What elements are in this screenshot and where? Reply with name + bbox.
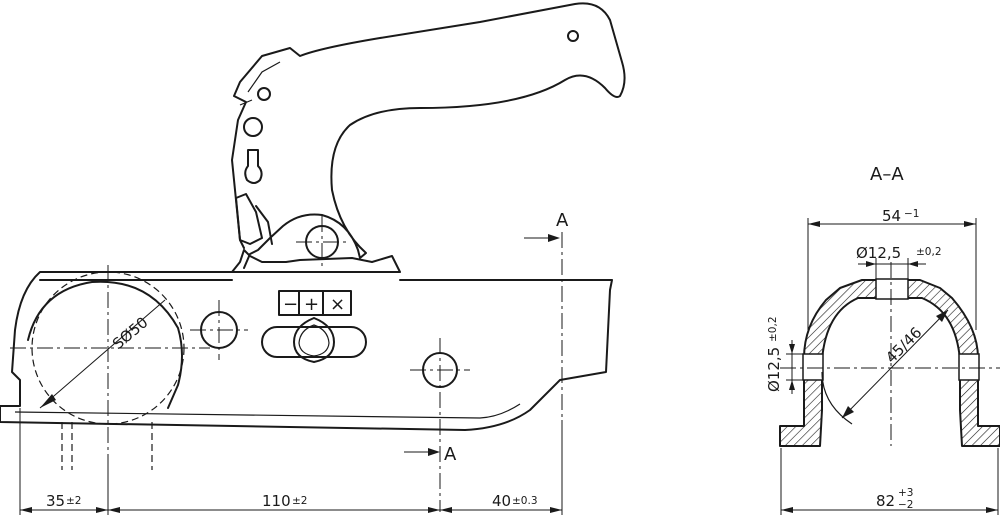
hole-top-tolerance: ±0,2 bbox=[916, 246, 942, 258]
ball-diameter-leader bbox=[39, 299, 166, 409]
handle-latch bbox=[235, 193, 273, 245]
dimension-40-tolerance: ±0.3 bbox=[512, 495, 538, 507]
dimension-40: 40 bbox=[492, 492, 511, 510]
hole-side-tolerance: ±0,2 bbox=[767, 317, 779, 343]
section-view: A–A 45/46 54 −1 Ø12,5 ±0,2 bbox=[765, 164, 1000, 515]
ball-socket-outline bbox=[27, 280, 183, 409]
socket-hidden-legs bbox=[61, 422, 153, 470]
housing-bottom-inner bbox=[14, 403, 521, 419]
inner-diameter-leader bbox=[841, 309, 949, 419]
ball-diameter-label: SØ50 bbox=[109, 313, 152, 353]
width-top-tolerance: −1 bbox=[904, 208, 919, 220]
dimension-35-tolerance: ±2 bbox=[66, 495, 81, 507]
indicator-slot bbox=[261, 326, 367, 358]
section-title: A–A bbox=[870, 164, 904, 185]
width-bottom-tolerance-upper: +3 bbox=[898, 487, 913, 499]
width-bottom-tolerance-lower: −2 bbox=[898, 499, 913, 511]
hole-side-value: Ø12,5 bbox=[765, 347, 783, 392]
indicator-box-times bbox=[322, 290, 352, 316]
width-bottom-value: 82 bbox=[876, 492, 895, 510]
width-top-value: 54 bbox=[882, 207, 901, 225]
indicator-plus: + bbox=[304, 294, 319, 315]
handle-inner-edge bbox=[239, 61, 281, 106]
handle-round-hole bbox=[243, 117, 263, 137]
side-view: SØ50 − + × A A bbox=[0, 2, 626, 515]
handle-pin-hole bbox=[257, 87, 271, 101]
top-hole bbox=[875, 278, 909, 300]
indicator-pointer bbox=[293, 317, 335, 363]
hole-top-value: Ø12,5 bbox=[856, 244, 901, 262]
section-marker-bottom: A bbox=[444, 444, 457, 465]
dimension-110-tolerance: ±2 bbox=[292, 495, 307, 507]
section-marker-top: A bbox=[556, 210, 569, 231]
handle-pin-hole-top bbox=[567, 30, 579, 42]
side-hole-right bbox=[958, 353, 980, 381]
coupling-handle bbox=[231, 2, 626, 269]
section-profile bbox=[779, 279, 1000, 447]
dimension-110: 110 bbox=[262, 492, 291, 510]
coupling-housing bbox=[0, 249, 613, 431]
dimension-35: 35 bbox=[46, 492, 65, 510]
side-hole-left bbox=[802, 353, 824, 381]
indicator-times: × bbox=[330, 294, 345, 315]
keyhole-slot bbox=[244, 149, 263, 184]
indicator-minus: − bbox=[283, 294, 298, 315]
inner-diameter-arc bbox=[821, 371, 853, 425]
inner-diameter-label: 45/46 bbox=[882, 324, 925, 367]
